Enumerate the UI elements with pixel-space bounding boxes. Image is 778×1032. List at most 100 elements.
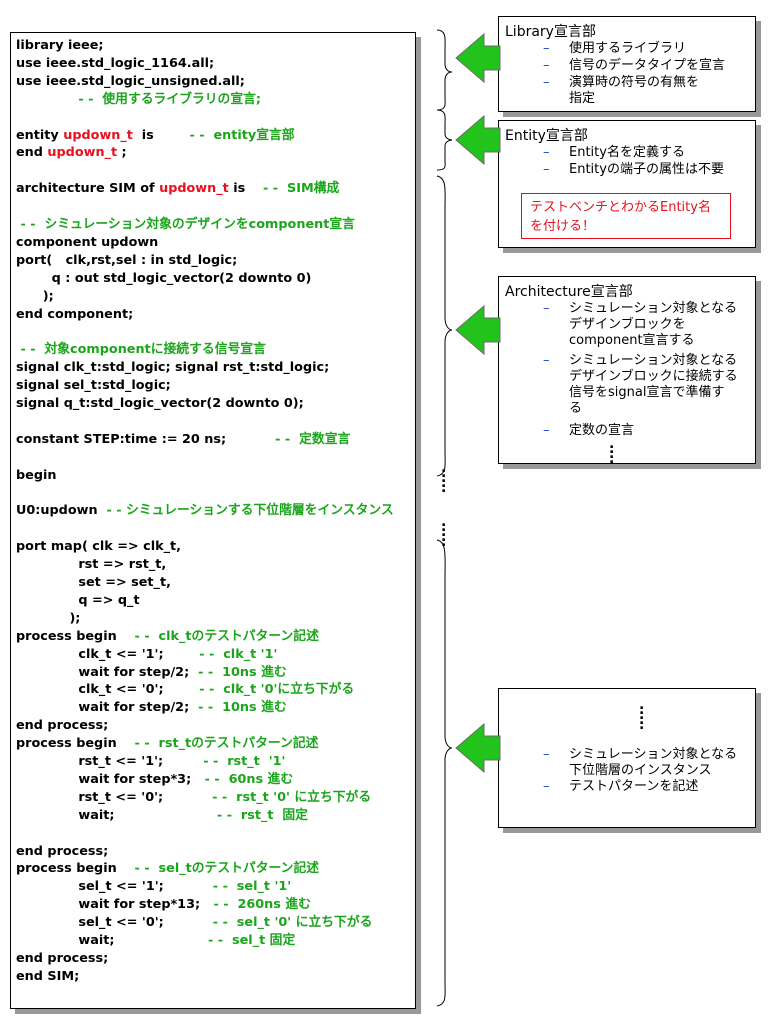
ellipsis-icon: .... bbox=[609, 436, 615, 467]
code-text: clk_t <= '0'; bbox=[16, 682, 200, 698]
code-line: architecture SIM of updown_t is - - SIM構… bbox=[16, 181, 339, 197]
code-comment: - - SIM構成 bbox=[263, 181, 340, 197]
code-text: set => set_t, bbox=[16, 575, 171, 590]
code-text: U0:updown bbox=[16, 503, 107, 519]
code-comment: - - 260ns 進む bbox=[213, 897, 311, 913]
code-comment: - - sel_t '0' に立ち下がる bbox=[212, 915, 373, 931]
library-box: Library宣言部 – 使用するライブラリ – 信号のデータタイプを宣言 – … bbox=[498, 16, 756, 112]
code-line: q => q_t bbox=[16, 592, 140, 609]
architecture-box: Architecture宣言部 – シミュレーション対象となる デザインブロック… bbox=[498, 276, 756, 467]
arrow-left-icon bbox=[455, 722, 501, 774]
code-panel: library ieee; use ieee.std_logic_1164.all… bbox=[10, 32, 416, 1009]
library-item-1: 使用するライブラリ bbox=[569, 41, 687, 56]
code-comment: - - シミュレーションする下位階層をインスタンス bbox=[106, 503, 394, 519]
code-line: process begin - - sel_tのテストパターン記述 bbox=[16, 861, 319, 877]
code-text: end SIM; bbox=[16, 968, 80, 984]
code-text: q => q_t bbox=[16, 592, 140, 608]
code-text: entity bbox=[16, 127, 64, 143]
code-line: use ieee.std_logic_unsigned.all; bbox=[16, 74, 245, 90]
code-text: use ieee.std_logic_unsigned.all; bbox=[16, 73, 245, 89]
code-line: signal clk_t:std_logic; signal rst_t:std… bbox=[16, 360, 329, 376]
code-text: is bbox=[132, 127, 190, 143]
code-text: is bbox=[228, 181, 264, 197]
code-text: wait; bbox=[16, 933, 209, 948]
code-line: wait for step/2; - - 10ns 進む bbox=[16, 700, 287, 716]
code-text: wait for step/2; bbox=[16, 664, 199, 680]
code-line: end component; bbox=[16, 307, 133, 323]
code-line: end process; bbox=[16, 951, 108, 967]
entity-name: updown_t bbox=[47, 145, 118, 161]
architecture-item-1: シミュレーション対象となる デザインブロックを component宣言する bbox=[569, 301, 738, 348]
code-comment: - - entity宣言部 bbox=[189, 127, 295, 143]
library-item-3: 演算時の符号の有無を 指定 bbox=[569, 75, 700, 106]
code-text: end process; bbox=[16, 843, 109, 859]
instance-item-2: テストパターンを記述 bbox=[569, 779, 699, 794]
code-text: end process; bbox=[16, 718, 109, 734]
code-text: process begin bbox=[16, 628, 135, 644]
code-text: sel_t <= '0'; bbox=[16, 915, 213, 931]
code-text: end bbox=[16, 145, 48, 161]
entity-box: Entity宣言部 – Entity名を定義する – Entityの端子の属性は… bbox=[498, 120, 756, 248]
code-line: clk_t <= '1'; - - clk_t '1' bbox=[16, 647, 277, 663]
code-text: rst_t <= '1'; bbox=[16, 754, 204, 769]
dash-icon: – bbox=[543, 301, 550, 316]
entity-warning: テストベンチとわかるEntity名 を付ける！ bbox=[521, 193, 731, 239]
code-line: entity updown_t is - - entity宣言部 bbox=[16, 128, 295, 144]
code-text: end process; bbox=[16, 950, 109, 966]
code-comment: - - 10ns 進む bbox=[198, 664, 287, 680]
code-comment: - - 定数宣言 bbox=[275, 431, 351, 447]
code-text: component updown bbox=[16, 234, 159, 250]
code-text: ); bbox=[16, 610, 81, 626]
entity-box-title: Entity宣言部 bbox=[505, 128, 588, 144]
code-line: wait for step/2; - - 10ns 進む bbox=[16, 664, 287, 681]
code-text: wait for step/2; bbox=[16, 700, 199, 716]
architecture-item-3: 定数の宣言 bbox=[569, 423, 635, 438]
code-line: sel_t <= '0'; - - sel_t '0' に立ち下がる bbox=[16, 915, 372, 931]
code-line: ); bbox=[16, 289, 54, 305]
code-text: wait for step*13; bbox=[16, 897, 214, 913]
architecture-box-title: Architecture宣言部 bbox=[505, 284, 633, 300]
code-comment: - - 使用するライブラリの宣言; bbox=[16, 91, 262, 107]
code-line: clk_t <= '0'; - - clk_t '0'に立ち下がる bbox=[16, 682, 354, 698]
dash-icon: – bbox=[543, 41, 550, 56]
code-line: end SIM; bbox=[16, 969, 79, 985]
code-line: component updown bbox=[16, 235, 158, 251]
code-line: signal sel_t:std_logic; bbox=[16, 378, 171, 394]
entity-item-1: Entity名を定義する bbox=[569, 145, 685, 160]
code-line: rst_t <= '0'; - - rst_t '0' に立ち下がる bbox=[16, 790, 371, 806]
dash-icon: – bbox=[543, 353, 550, 368]
code-line: wait for step*13; - - 260ns 進む bbox=[16, 897, 311, 913]
code-line: U0:updown - - シミュレーションする下位階層をインスタンス bbox=[16, 503, 394, 519]
code-comment: - - シミュレーション対象のデザインをcomponent宣言 bbox=[16, 217, 355, 232]
code-line: end process; bbox=[16, 844, 108, 860]
ellipsis-icon: ..... bbox=[441, 460, 447, 496]
code-line: library ieee; bbox=[16, 38, 104, 54]
code-comment: - - rst_t 固定 bbox=[216, 807, 308, 823]
code-text: wait for step*3; bbox=[16, 771, 205, 787]
code-comment: - - sel_t 固定 bbox=[208, 933, 296, 948]
dash-icon: – bbox=[543, 58, 550, 73]
brace-library bbox=[436, 29, 453, 111]
arrow-left-icon bbox=[455, 304, 501, 356]
code-comment: - - clk_t '0'に立ち下がる bbox=[199, 682, 355, 698]
code-line: wait; - - rst_t 固定 bbox=[16, 808, 308, 824]
code-text: signal clk_t:std_logic; signal rst_t:std… bbox=[16, 360, 330, 376]
code-text: end component; bbox=[16, 306, 134, 322]
code-line: use ieee.std_logic_1164.all; bbox=[16, 56, 214, 72]
code-line: signal q_t:std_logic_vector(2 downto 0); bbox=[16, 396, 304, 412]
code-comment: - - rst_t '0' に立ち下がる bbox=[212, 789, 372, 805]
ellipsis-icon: ..... bbox=[639, 697, 645, 733]
code-line: rst => rst_t, bbox=[16, 557, 166, 573]
code-text: library ieee; bbox=[16, 38, 104, 53]
library-item-2: 信号のデータタイプを宣言 bbox=[569, 58, 726, 73]
dash-icon: – bbox=[543, 779, 550, 794]
code-comment: - - 10ns 進む bbox=[198, 700, 287, 716]
code-text: constant STEP:time := 20 ns; bbox=[16, 431, 276, 447]
instance-box: ..... – シミュレーション対象となる 下位階層のインスタンス – テストパ… bbox=[498, 688, 756, 828]
code-text: use ieee.std_logic_1164.all; bbox=[16, 55, 215, 71]
dash-icon: – bbox=[543, 145, 550, 160]
code-text: rst_t <= '0'; bbox=[16, 789, 213, 805]
brace-instance bbox=[436, 539, 453, 1007]
code-text: port map( clk => clk_t, bbox=[16, 539, 181, 555]
